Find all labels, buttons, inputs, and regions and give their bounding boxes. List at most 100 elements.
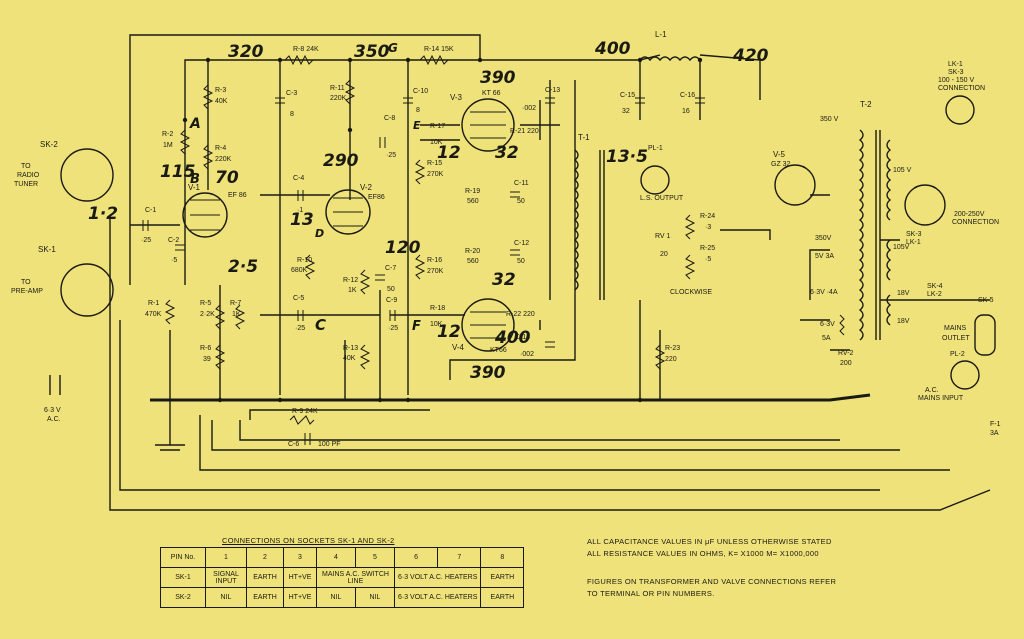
resistor-r8 [284,54,314,66]
hand-320: 320 [228,42,264,62]
hand-e: E [413,119,421,132]
valve-v1 [182,192,228,238]
choke-l1 [639,56,701,62]
hand-420: 420 [732,46,769,66]
table-cell: NIL [205,587,247,608]
label-r15-value: 270K [427,171,444,178]
label-200-250v: 200-250V [954,211,985,218]
label-sk3: SK-3 [906,231,922,238]
label-mains-outlet-1: MAINS [944,325,967,332]
link-lk1 [945,95,975,125]
capacitor-c14 [545,341,555,348]
hand-f: F [412,319,421,334]
label-c7-value: 50 [387,286,395,293]
table-cell: NIL [316,587,356,608]
label-c14: C-14 [515,334,530,341]
plug-pl1 [640,165,670,195]
label-pl2: PL-2 [950,351,965,358]
label-c7: C-7 [385,265,396,272]
label-c5: C-5 [293,295,304,302]
label-c5-value: ·25 [295,325,305,332]
label-r6-value: 39 [203,356,211,363]
resistor-r10 [304,254,316,280]
label-sc-5a: 5A [822,335,831,342]
label-r6: R-6 [200,345,211,352]
label-5v-3a: 5V 3A [815,253,834,260]
label-v2-type: EF86 [368,194,385,201]
label-r22: R-22 220 [506,311,535,318]
label-105v-a: 105 V [893,167,912,174]
resistor-r14 [419,54,449,66]
table-cell: EARTH [246,567,284,588]
label-r8: R-8 24K [293,46,319,53]
label-c10: C-10 [413,88,428,95]
label-l1: L-1 [655,30,667,39]
resistor-r2 [179,129,191,155]
handwritten-annotations: 320 350 G 400 420 390 115 B 70 A 290 13 … [88,39,769,383]
hand-32-top: 32 [495,143,519,163]
label-r19: R-19 [465,188,480,195]
valves [182,98,816,352]
label-c3: C-3 [286,90,297,97]
capacitor-c2 [175,244,185,251]
label-r1-value: 470K [145,311,162,318]
label-sc-63v: 6·3V [820,321,835,328]
hand-13-5: 13·5 [606,147,648,167]
label-v2: V-2 [360,183,373,192]
label-c9: C-9 [386,297,397,304]
label-pre-amp: PRE-AMP [11,288,43,295]
label-r18-value: 10K [430,321,443,328]
note-capacitance: ALL CAPACITANCE VALUES IN μF UNLESS OTHE… [587,537,832,546]
label-tuner: TUNER [14,181,38,188]
hand-400-bottom: 400 [494,328,531,348]
resistor-r23 [654,344,666,370]
capacitor-c8 [379,137,386,148]
valve-v4 [461,298,515,352]
label-lk2: LK-2 [927,291,942,298]
label-mains-input: MAINS INPUT [918,395,964,402]
plug-pl2 [950,360,980,390]
table-cell: SK-1 [160,567,206,588]
table-cell: NIL [355,587,395,608]
valve-v3 [461,98,515,152]
label-lk1-sk3: SK-3 [948,69,964,76]
table-cell: SK-2 [160,587,206,608]
label-r4: R-4 [215,145,226,152]
label-c11-value: 50 [517,198,525,205]
valve-v5 [774,164,816,206]
label-c3-value: 8 [290,111,294,118]
label-sk2: SK-2 [40,140,58,149]
resistor-r5 [214,304,226,330]
label-r17-value: 10K [430,139,443,146]
table-row-sk1: SK-1 SIGNAL INPUT EARTH HT+VE MAINS A.C.… [160,567,525,588]
junction-dots [182,57,703,403]
label-t1: T-1 [578,133,590,142]
sockets [60,95,996,390]
label-r13-value: 40K [343,355,356,362]
table-cell: MAINS A.C. SWITCH LINE [316,567,395,588]
label-r20-value: 560 [467,258,479,265]
label-lk1-range: 100 - 150 V [938,77,975,84]
table-row-sk2: SK-2 NIL EARTH HT+VE NIL NIL 6·3 VOLT A.… [160,587,525,608]
transformers [573,56,892,341]
note-figures-2: TO TERMINAL OR PIN NUMBERS. [587,589,715,598]
label-r12: R-12 [343,277,358,284]
table-cell: 6·3 VOLT A.C. HEATERS [393,587,482,608]
capacitor-c11 [510,191,520,198]
label-ac: A.C. [925,387,939,394]
resistor-rv2 [839,314,845,336]
label-c2-value: ·5 [171,257,177,264]
socket-sk5 [974,314,996,356]
capacitor-c12 [510,249,520,256]
label-rv2-value: 200 [840,360,852,367]
label-c12: C-12 [514,240,529,247]
hand-115: 115 [160,162,196,182]
label-63v-4a: 6·3V ·4A [810,289,838,296]
table-header-cell: 3 [283,547,317,568]
label-to-radio: TO [21,163,31,170]
label-rv2: RV-2 [838,350,854,357]
capacitor-c16 [695,97,705,104]
label-c9-value: ·25 [388,325,398,332]
note-figures-1: FIGURES ON TRANSFORMER AND VALVE CONNECT… [587,577,837,586]
